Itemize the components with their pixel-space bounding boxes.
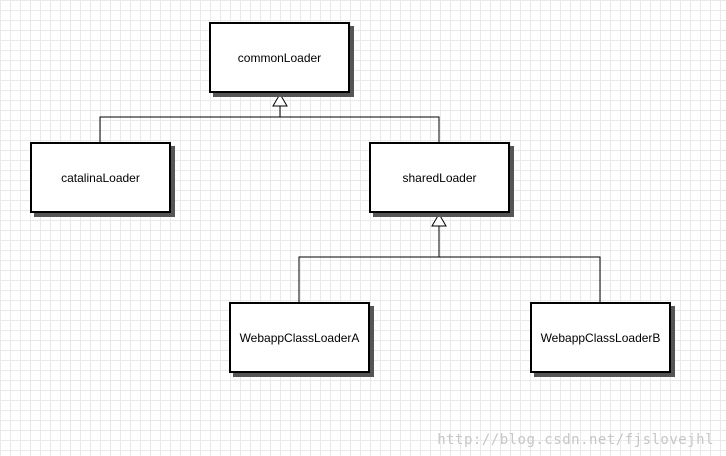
node-common-loader[interactable]: commonLoader [209,22,350,93]
node-webapp-class-loader-a[interactable]: WebappClassLoaderA [229,302,370,373]
inheritance-arrow-common [272,93,288,107]
connector-catalina-to-common [99,116,280,142]
node-shared-loader[interactable]: sharedLoader [369,142,510,213]
connector-shared-to-common [279,106,440,142]
node-webapp-class-loader-b[interactable]: WebappClassLoaderB [530,302,671,373]
node-label: WebappClassLoaderA [239,330,360,345]
node-catalina-loader[interactable]: catalinaLoader [30,142,171,213]
node-label: commonLoader [237,50,322,65]
connector-webapp-b-to-shared [438,226,601,302]
node-label: sharedLoader [402,170,477,185]
node-label: catalinaLoader [61,170,140,185]
inheritance-arrow-shared [431,213,447,227]
node-label: WebappClassLoaderB [540,330,661,345]
watermark-text: http://blog.csdn.net/fjslovejhl [437,432,714,448]
connector-webapp-a-to-shared [298,256,439,302]
